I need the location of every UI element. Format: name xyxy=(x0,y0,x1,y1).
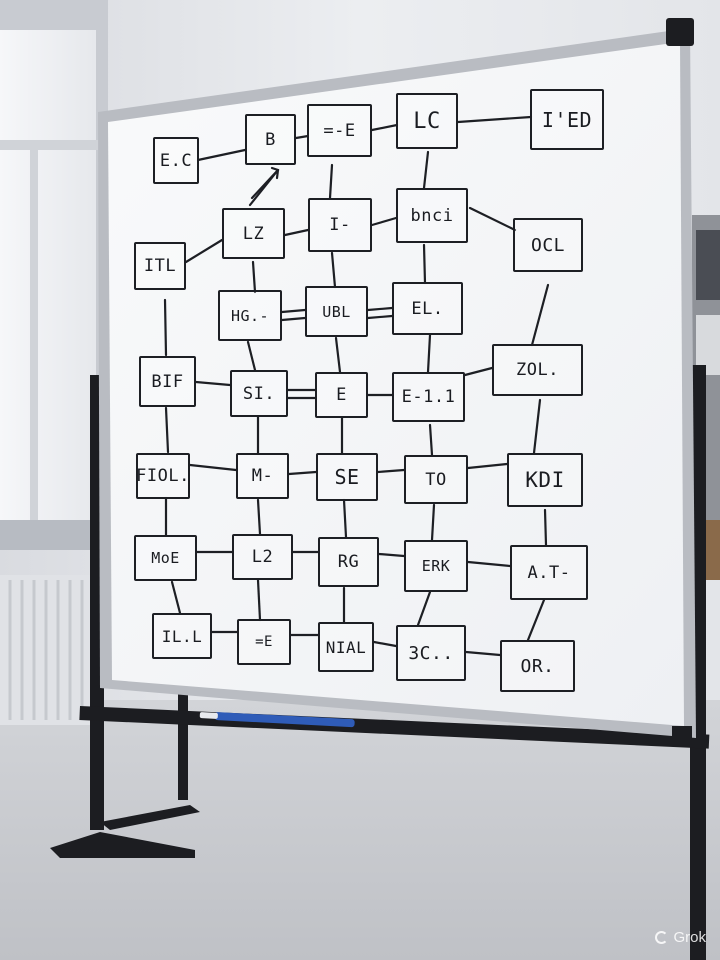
diagram-node: ZOL. xyxy=(492,344,583,396)
diagram-node: EL. xyxy=(392,282,463,335)
diagram-node: OCL xyxy=(513,218,583,272)
diagram-node: IL.L xyxy=(152,613,212,659)
diagram-node: NIAL xyxy=(318,622,374,672)
grok-logo-icon xyxy=(655,931,669,944)
diagram-node: LZ xyxy=(222,208,285,259)
diagram-node: LC xyxy=(396,93,458,149)
diagram-node: ITL xyxy=(134,242,186,290)
diagram-node: FIOL. xyxy=(136,453,190,499)
diagram-node: OR. xyxy=(500,640,575,692)
radiator xyxy=(0,575,90,725)
diagram-node: SI. xyxy=(230,370,288,417)
diagram-node: 3C.. xyxy=(396,625,466,681)
diagram-node: L2 xyxy=(232,534,293,580)
diagram-node: =-E xyxy=(307,104,372,157)
diagram-node: E xyxy=(315,372,368,418)
diagram-node: RG xyxy=(318,537,379,587)
watermark: Grok xyxy=(655,929,706,946)
diagram-node: KDI xyxy=(507,453,583,507)
watermark-text: Grok xyxy=(673,929,706,946)
diagram-node: I'ED xyxy=(530,89,604,150)
diagram-node: MoE xyxy=(134,535,197,581)
diagram-node: B xyxy=(245,114,296,165)
diagram-connectors xyxy=(163,115,550,657)
marker xyxy=(199,712,355,728)
diagram-node: TO xyxy=(404,455,468,504)
frame-corner xyxy=(672,726,692,742)
diagram-node: M- xyxy=(236,453,289,499)
diagram-node: BIF xyxy=(139,356,196,407)
frame-corner xyxy=(666,18,694,46)
diagram-node: UBL xyxy=(305,286,368,337)
diagram-node: HG.- xyxy=(218,290,282,341)
diagram-node: A.T- xyxy=(510,545,588,600)
diagram-node: E-1.1 xyxy=(392,372,465,422)
diagram-node: I- xyxy=(308,198,372,252)
diagram-node: bnci xyxy=(396,188,468,243)
diagram-node: SE xyxy=(316,453,378,501)
diagram-node: ERK xyxy=(404,540,468,592)
diagram-node: =E xyxy=(237,619,291,665)
whiteboard-surface xyxy=(108,42,684,726)
diagram-node: E.C xyxy=(153,137,199,184)
